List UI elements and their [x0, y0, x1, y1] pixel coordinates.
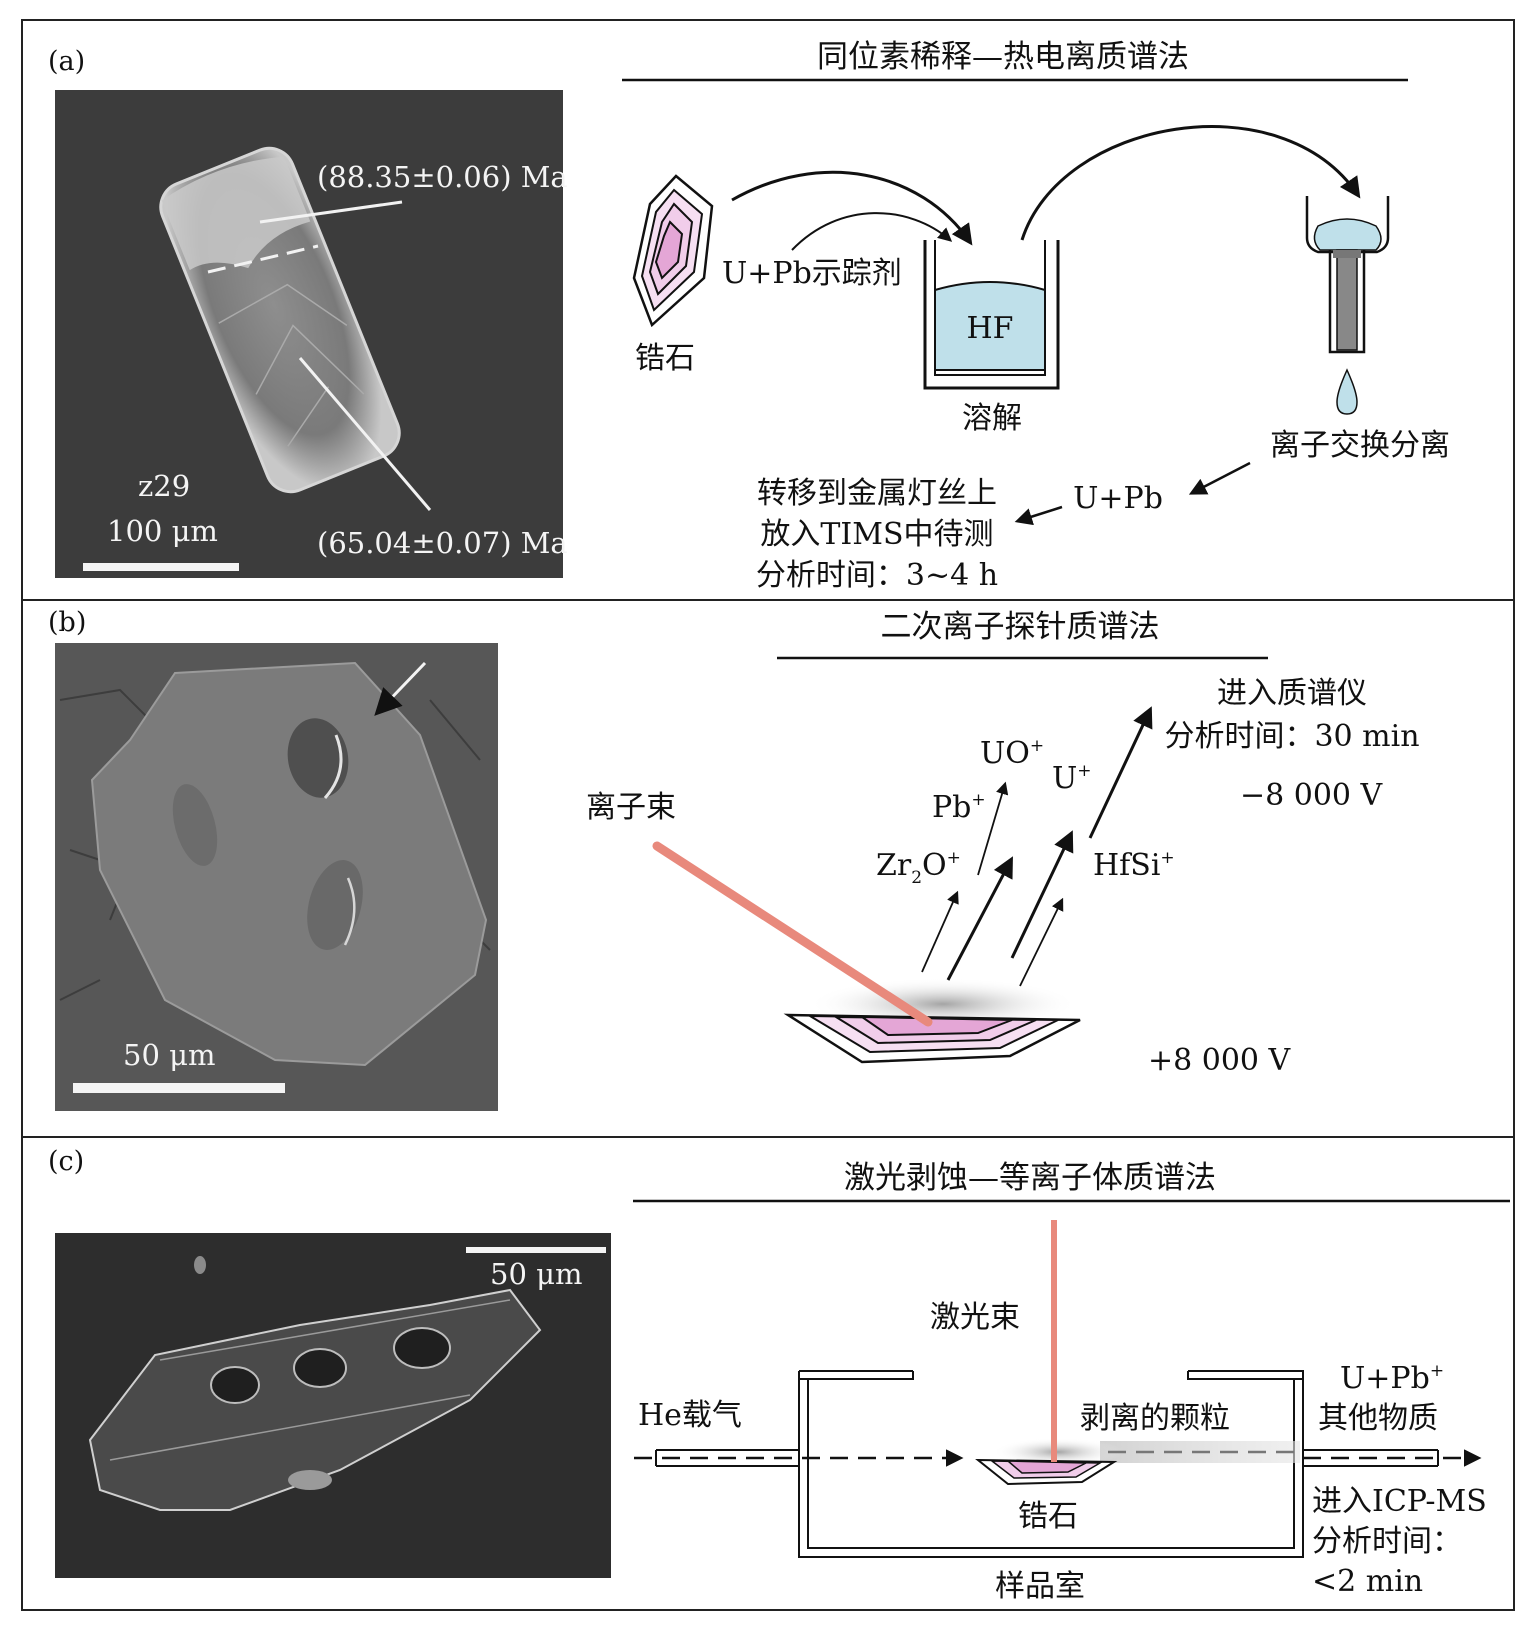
enter-ms-label: 进入质谱仪: [1217, 676, 1367, 711]
panel-b-label: (b): [48, 607, 86, 638]
zircon-crystal-icon: [632, 174, 714, 328]
arrow-hfsi: [1019, 897, 1064, 987]
panel-b: (b) 50 μm 二次离子探针质谱法 进入质谱仪 分析时间：30 min −8…: [48, 607, 1420, 1111]
ion-pb-label: Pb+: [932, 790, 986, 825]
hf-label: HF: [967, 311, 1014, 346]
panel-a-label: (a): [48, 46, 85, 77]
ion-beam-label: 离子束: [586, 790, 676, 825]
ion-uo-label: UO+: [980, 736, 1044, 771]
ion-beam: [652, 841, 933, 1027]
zircon-label-a: 锆石: [635, 341, 695, 376]
panel-c-label: (c): [48, 1146, 84, 1177]
icp-line-2: 分析时间：: [1312, 1524, 1462, 1559]
age-bottom-label: (65.04±0.07) Ma: [317, 526, 568, 560]
tims-time-label: 分析时间：3~4 h: [756, 558, 998, 593]
zircon-section-c: [975, 1458, 1118, 1486]
panel-c-title: 激光剥蚀—等离子体质谱法: [844, 1160, 1216, 1196]
zone-boundary: [207, 244, 319, 274]
arrow-tracer-to-hf: [791, 212, 953, 251]
upb-label: U+Pb: [1073, 481, 1163, 516]
droplet-icon: [1336, 368, 1358, 415]
ion-zr2o-label: Zr2O+: [876, 848, 961, 888]
scale-label-a: 100 μm: [107, 514, 218, 548]
scale-label-c: 50 μm: [490, 1257, 582, 1291]
inlet-tube: [655, 1449, 799, 1467]
out-upb-label: U+Pb+: [1340, 1361, 1444, 1396]
out-other-label: 其他物质: [1318, 1401, 1438, 1436]
scale-bar-b: [73, 1083, 285, 1093]
scale-bar-c: [466, 1247, 606, 1253]
tims-step-line-2: 放入TIMS中待测: [760, 517, 993, 552]
arrow-hf-to-column: [1020, 125, 1361, 241]
panel-b-title: 二次离子探针质谱法: [881, 609, 1160, 645]
arrow-uo: [977, 781, 1009, 876]
arrow-zircon-to-hf: [731, 170, 973, 246]
chamber-label: 样品室: [995, 1569, 1085, 1604]
panel-a-photo: (88.35±0.06) Ma (65.04±0.07) Ma z29 100 …: [55, 90, 568, 578]
arrow-zr2o: [921, 890, 959, 973]
arrow-u-thick: [1010, 830, 1074, 959]
arrow-pb-thick: [946, 856, 1013, 981]
outlet-tube: [1303, 1449, 1439, 1467]
voltage-positive-label: +8 000 V: [1148, 1043, 1292, 1078]
panel-a-title: 同位素稀释—热电离质谱法: [817, 39, 1189, 75]
grain-id-label: z29: [138, 469, 190, 503]
sample-chamber: [798, 1370, 1304, 1558]
pointer-arrow-b: [374, 661, 427, 716]
ion-exchange-label: 离子交换分离: [1270, 428, 1450, 463]
icp-line-3: <2 min: [1312, 1564, 1423, 1599]
panel-c-photo: 50 μm: [55, 1233, 611, 1578]
scale-label-b: 50 μm: [123, 1038, 215, 1072]
panel-c: (c) 50 μm 激光剥蚀—等离子体质谱法: [48, 1146, 1510, 1604]
age-top-label: (88.35±0.06) Ma: [317, 160, 568, 194]
panel-b-photo: 50 μm: [55, 643, 498, 1111]
pointer-line-bottom: [298, 357, 432, 511]
arrow-to-ms: [1088, 706, 1153, 839]
voltage-negative-label: −8 000 V: [1240, 778, 1384, 813]
tracer-label: U+Pb示踪剂: [722, 256, 902, 291]
hf-beaker: [923, 240, 1060, 390]
ion-exchange-column: [1305, 196, 1390, 415]
zircon-label-c: 锆石: [1018, 1499, 1078, 1534]
icp-line-1: 进入ICP-MS: [1312, 1484, 1487, 1519]
laser-label: 激光束: [930, 1300, 1020, 1335]
figure-frame: [21, 19, 1515, 1611]
arrow-to-upb: [1188, 461, 1251, 495]
ion-u-label: U+: [1052, 761, 1092, 796]
sims-time-label: 分析时间：30 min: [1164, 719, 1419, 754]
scale-bar-a: [83, 563, 239, 571]
zircon-section-b: [783, 1013, 1081, 1064]
tims-step-line-1: 转移到金属灯丝上: [757, 476, 997, 511]
ion-hfsi-label: HfSi+: [1093, 848, 1175, 883]
pointer-line-top: [259, 200, 403, 224]
particles-label: 剥离的颗粒: [1080, 1401, 1230, 1436]
arrow-to-tims: [1014, 505, 1063, 526]
panel-a: (a) (88.35±0.06) Ma (65.04±0.07) Ma z29 …: [48, 39, 1450, 593]
zircon-grain-b: [90, 661, 488, 1067]
he-gas-label: He载气: [638, 1398, 742, 1433]
dissolve-label: 溶解: [962, 401, 1022, 436]
